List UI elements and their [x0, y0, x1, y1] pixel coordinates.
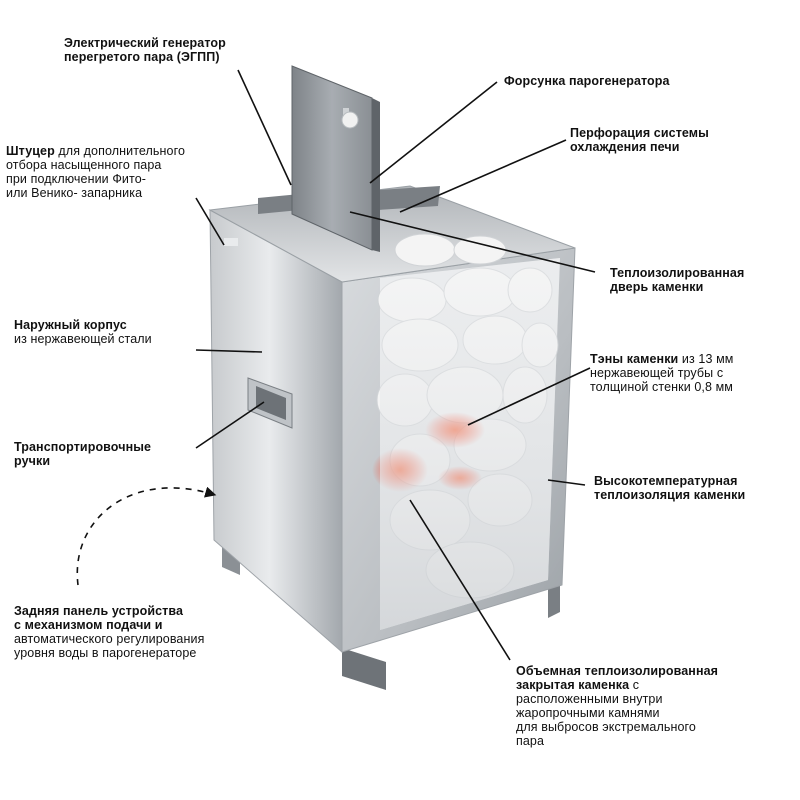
label-door: Теплоизолированная дверь каменки: [610, 266, 745, 294]
nozzle-knob: [341, 108, 359, 129]
transport-handle: [247, 377, 293, 429]
fitting-marker: [224, 238, 238, 246]
label-insulation: Высокотемпературная теплоизоляция каменк…: [594, 474, 746, 502]
label-perforation: Перфорация системы охлаждения печи: [570, 126, 709, 154]
outer-body-side: [209, 209, 343, 654]
back-panel-arrow: [76, 486, 217, 586]
label-heaters: Тэны каменки из 13 мм нержавеющей трубы …: [590, 352, 734, 394]
label-egpp: Электрический генератор перегретого пара…: [64, 36, 226, 64]
leader-lines: [195, 69, 596, 661]
label-nozzle: Форсунка парогенератора: [504, 74, 670, 88]
perforation-grille: [258, 186, 440, 214]
label-fitting: Штуцер для дополнительного отбора насыще…: [6, 144, 186, 200]
label-back-panel: Задняя панель устройства с механизмом по…: [14, 604, 205, 660]
label-body: Наружный корпус из нержавеющей стали: [14, 318, 152, 346]
label-stove: Объемная теплоизолированная закрытая кам…: [516, 664, 719, 748]
chamber-glass: [380, 258, 560, 630]
label-handles: Транспортировочные ручки: [14, 440, 152, 468]
